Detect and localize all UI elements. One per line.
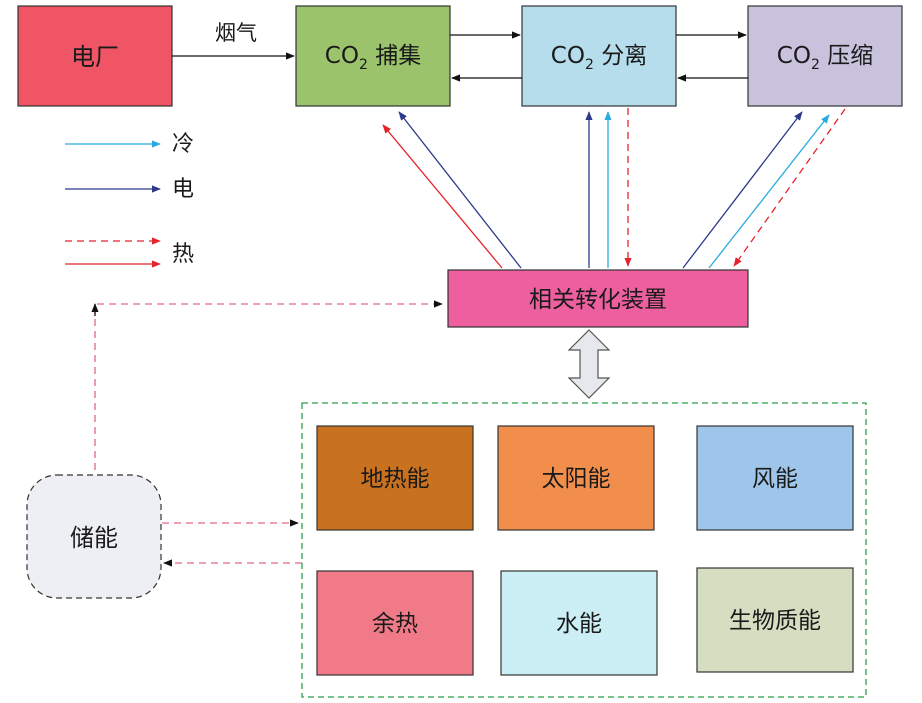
co2-capture-label: CO2 捕集 (325, 43, 421, 73)
co2-capture-box (295, 5, 451, 107)
conversion-to-capture-electric-arrow (398, 111, 522, 269)
bidirectional-exchange-arrow (567, 329, 611, 399)
co2-separation-box (521, 5, 677, 107)
conversion-device-node: 相关转化装置 (447, 269, 749, 328)
energy-source-geothermal: 地热能 (316, 425, 474, 531)
energy-source-wind-box (696, 425, 854, 531)
conversion-device-label: 相关转化装置 (529, 287, 667, 313)
co2-compression-node: CO2 压缩 (747, 5, 903, 107)
energy-source-hydro-box (500, 570, 658, 676)
co2-separation-node: CO2 分离 (521, 5, 677, 107)
energy-source-geothermal-box (316, 425, 474, 531)
legend-cold-label: 冷 (172, 132, 194, 157)
energy-source-group (301, 402, 867, 698)
co2-compression-label: CO2 压缩 (777, 43, 873, 73)
energy-source-solar: 太阳能 (497, 425, 655, 531)
co2-compression-box (747, 5, 903, 107)
conversion-to-compression-electric-arrow (682, 111, 803, 269)
power-plant-label: 电厂 (71, 43, 119, 71)
energy-storage-node: 储能 (26, 474, 162, 599)
energy-storage-label: 储能 (70, 524, 118, 552)
conversion-to-capture-heat-arrow (382, 124, 503, 269)
energy-source-hydro: 水能 (500, 570, 658, 676)
energy-source-wind: 风能 (696, 425, 854, 531)
power-plant-node: 电厂 (17, 5, 173, 107)
energy-source-waste-heat-box (316, 570, 474, 676)
energy-source-biomass-label: 生物质能 (729, 608, 821, 634)
legend-heat-label: 热 (172, 242, 194, 267)
energy-source-waste-heat: 余热 (316, 570, 474, 676)
legend: 冷 电 热 (65, 132, 194, 268)
energy-source-waste-heat-label: 余热 (372, 611, 418, 637)
conversion-device-box (447, 269, 749, 328)
energy-source-wind-label: 风能 (752, 466, 798, 492)
energy-source-solar-box (497, 425, 655, 531)
co2-capture-node: CO2 捕集 (295, 5, 451, 107)
conversion-to-compression-cold-arrow (708, 114, 830, 269)
energy-source-biomass-box (696, 567, 854, 673)
energy-source-geothermal-label: 地热能 (361, 466, 430, 492)
energy-storage-box (26, 474, 162, 599)
legend-electric-label: 电 (172, 177, 194, 202)
compression-to-conversion-heat-arrow (733, 108, 846, 267)
energy-source-hydro-label: 水能 (556, 611, 602, 637)
flue-gas-label: 烟气 (215, 21, 257, 45)
power-plant-box (17, 5, 173, 107)
energy-source-solar-label: 太阳能 (542, 466, 611, 492)
storage-to-conversion-heat-path (94, 300, 443, 470)
energy-source-biomass: 生物质能 (696, 567, 854, 673)
co2-separation-label: CO2 分离 (551, 43, 647, 73)
